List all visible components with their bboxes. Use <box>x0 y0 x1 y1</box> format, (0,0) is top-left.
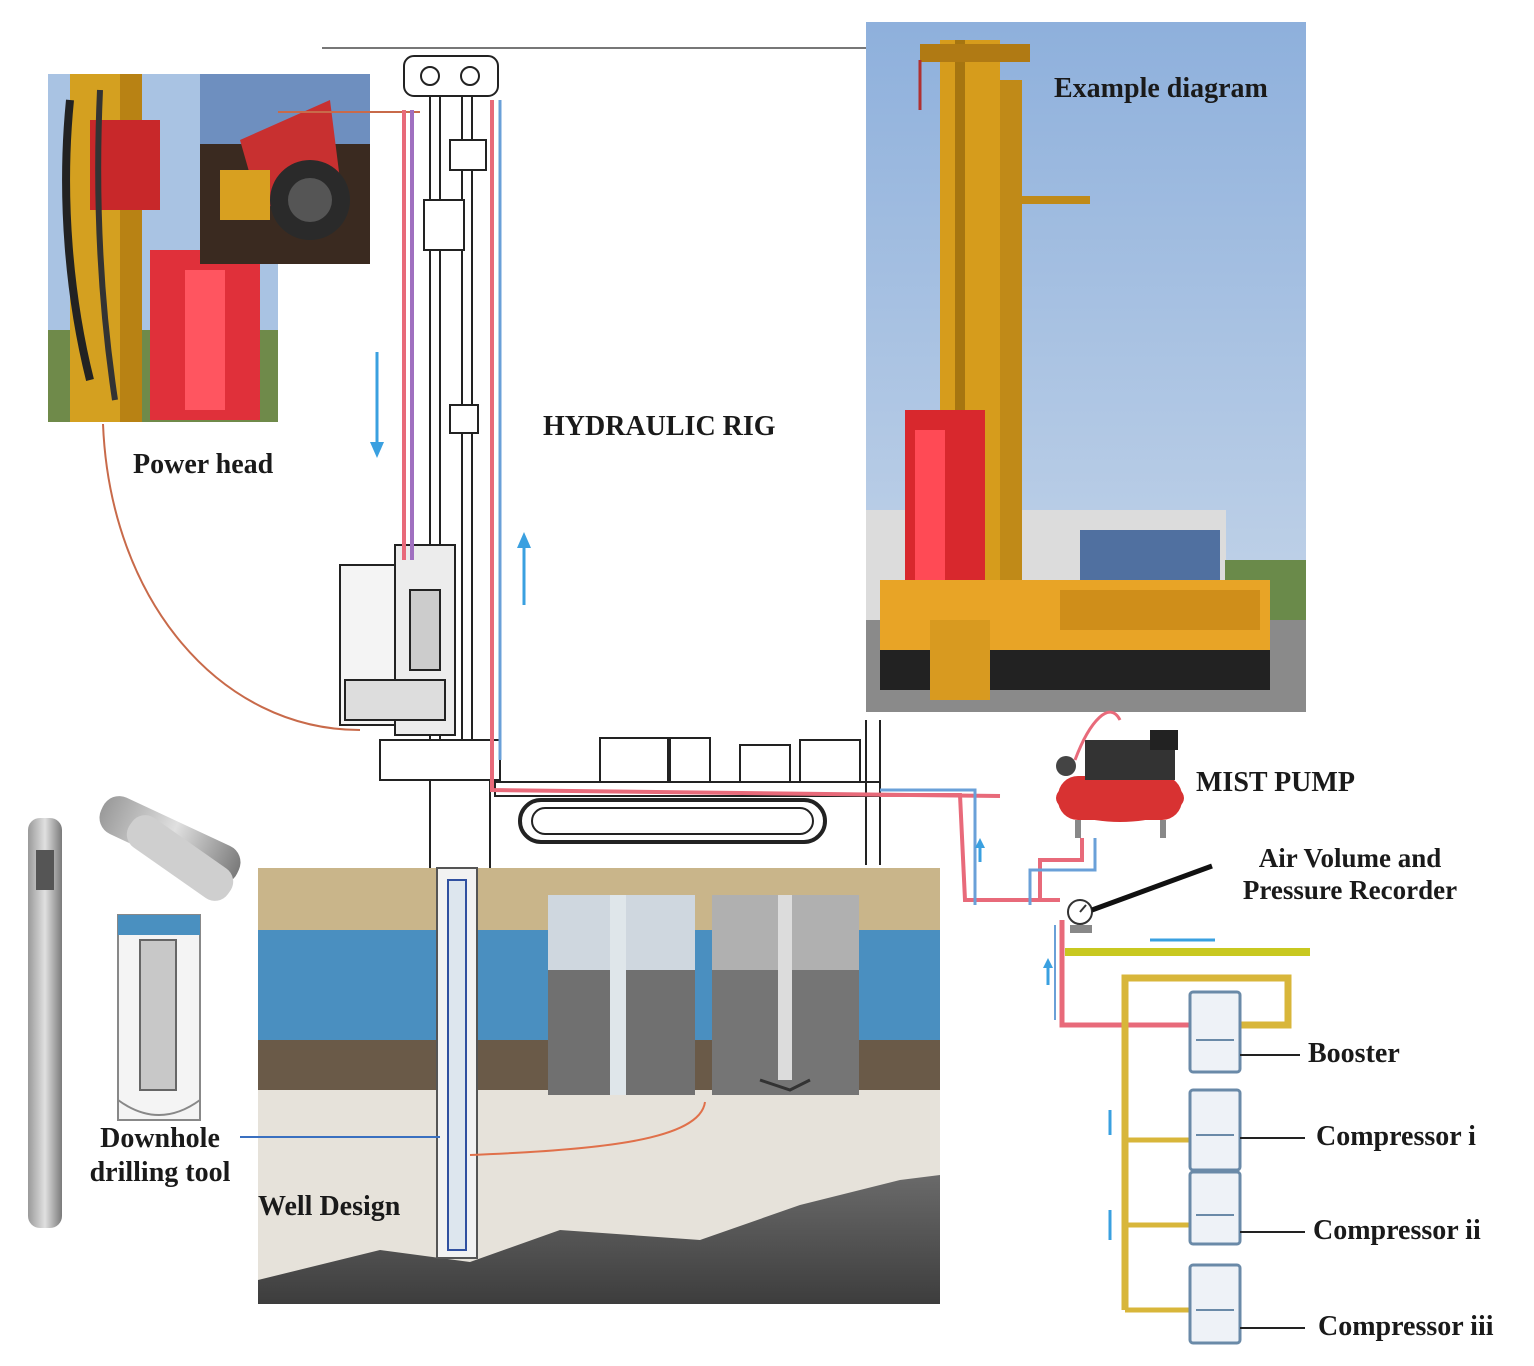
compressor-2-label: Compressor ii <box>1313 1215 1481 1246</box>
compressor-manifold <box>1054 920 1310 1313</box>
air-recorder-label-line2: Pressure Recorder <box>1242 875 1458 906</box>
downhole-tool-images <box>28 796 241 1228</box>
power-head-label: Power head <box>133 449 274 480</box>
example-diagram-label: Example diagram <box>1054 73 1268 104</box>
mist-pump-label: MIST PUMP <box>1196 767 1355 798</box>
rig-hoses <box>402 100 1060 905</box>
power-head-photo <box>48 74 370 422</box>
compressor-1-label: Compressor i <box>1316 1121 1476 1152</box>
compressor-units <box>1188 990 1242 1345</box>
hydraulic-rig-drawing <box>339 55 881 871</box>
example-diagram-photo <box>866 22 1306 712</box>
compressor-leaders <box>1240 1054 1305 1329</box>
hydraulic-rig-label: HYDRAULIC RIG <box>543 411 776 442</box>
compressor-3-label: Compressor iii <box>1318 1311 1494 1342</box>
booster-label: Booster <box>1308 1038 1400 1069</box>
well-design-section <box>258 867 940 1304</box>
air-recorder-label: Air Volume and Pressure Recorder <box>1225 842 1475 907</box>
mist-pump-icon <box>1028 710 1184 905</box>
air-recorder-label-line1: Air Volume and <box>1258 843 1442 873</box>
downhole-tool-label: Downhole drilling tool <box>70 1122 250 1189</box>
well-design-label: Well Design <box>258 1191 401 1222</box>
downhole-tool-label-line2: drilling tool <box>89 1156 231 1188</box>
air-recorder-gauge <box>1067 863 1213 933</box>
flow-arrows <box>370 352 1215 1240</box>
power-head-connector <box>102 423 361 731</box>
downhole-tool-label-line1: Downhole <box>100 1123 220 1154</box>
